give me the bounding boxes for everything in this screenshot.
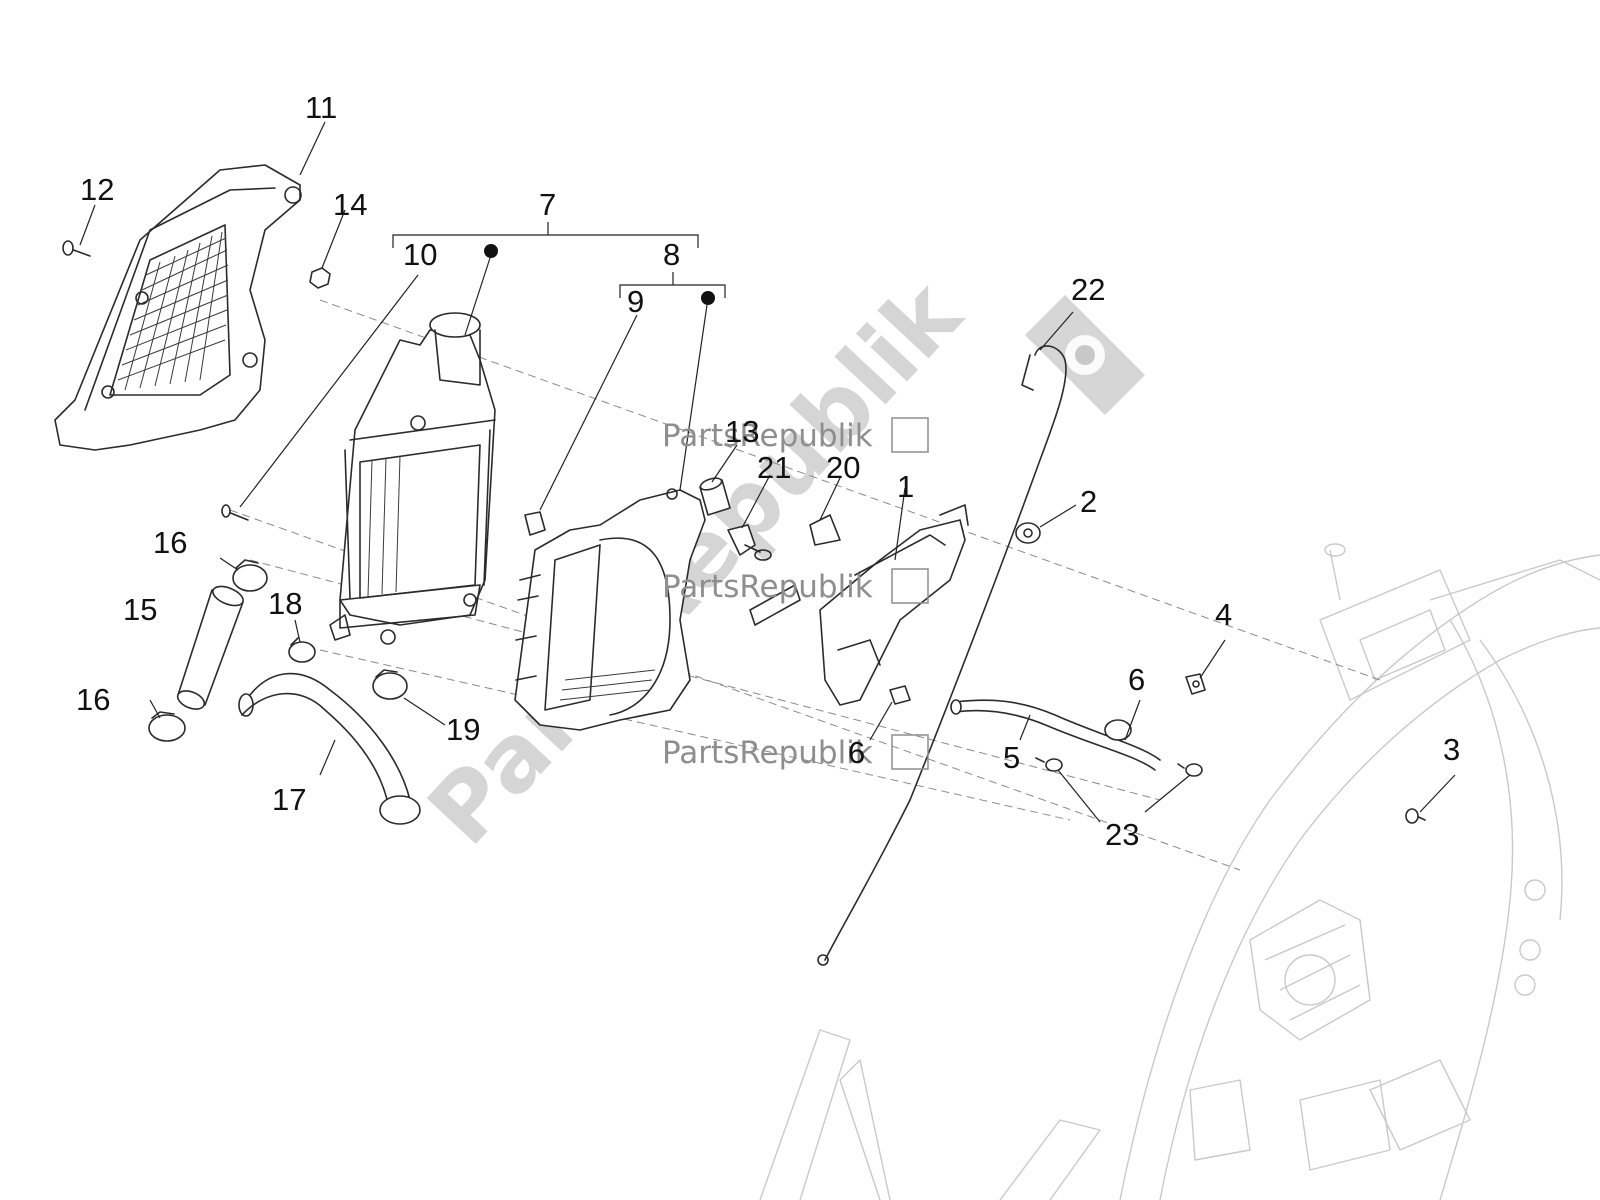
callout-2: 2 bbox=[1080, 484, 1097, 519]
callout-numbers: 11 12 14 7 10 8 9 22 13 21 20 1 2 16 15 … bbox=[76, 90, 1460, 852]
callout-8: 8 bbox=[663, 237, 680, 272]
callout-23: 23 bbox=[1105, 817, 1139, 852]
part-radiator bbox=[329, 312, 496, 645]
callout-4: 4 bbox=[1215, 597, 1232, 632]
callout-9: 9 bbox=[627, 284, 644, 319]
part-clamp-19 bbox=[372, 669, 408, 700]
callout-12: 12 bbox=[80, 172, 114, 207]
part-bolt-3 bbox=[1405, 808, 1426, 824]
callout-7: 7 bbox=[539, 187, 556, 222]
kit-member-dot bbox=[701, 291, 715, 305]
part-radiator-grille-cover bbox=[54, 164, 302, 451]
callout-20: 20 bbox=[826, 450, 860, 485]
part-nut-14 bbox=[309, 267, 331, 289]
callout-11: 11 bbox=[305, 90, 337, 125]
leader-lines bbox=[79, 121, 1456, 823]
part-bracket-21 bbox=[727, 524, 772, 561]
watermark-gear-icon bbox=[1025, 295, 1145, 415]
callout-17: 17 bbox=[272, 782, 306, 817]
callout-19: 19 bbox=[446, 712, 480, 747]
callout-13: 13 bbox=[725, 414, 759, 449]
part-clamp-16-upper bbox=[232, 559, 268, 592]
callout-6-left: 6 bbox=[848, 735, 865, 770]
callout-21: 21 bbox=[757, 450, 791, 485]
callout-6-right: 6 bbox=[1128, 662, 1145, 697]
part-clamp-6b bbox=[1104, 719, 1132, 741]
part-bracket-20 bbox=[749, 514, 841, 626]
part-screw-10 bbox=[221, 504, 249, 521]
kit-member-dot bbox=[484, 244, 498, 258]
scooter-frame bbox=[759, 543, 1600, 1200]
part-clip-nut-4 bbox=[1185, 673, 1206, 695]
part-connector-6a bbox=[889, 685, 911, 705]
part-short-hose-15 bbox=[176, 585, 244, 710]
part-curved-hose-17 bbox=[238, 672, 421, 825]
part-screw-12 bbox=[62, 240, 91, 257]
watermark-labels: PartsRepublik PartsRepublik PartsRepubli… bbox=[662, 417, 929, 771]
watermark-gear-icon bbox=[891, 417, 929, 453]
watermark-label: PartsRepublik bbox=[662, 418, 873, 454]
part-fan-shroud bbox=[514, 488, 706, 731]
part-expansion-tank bbox=[819, 504, 969, 706]
callout-16-lower: 16 bbox=[76, 682, 110, 717]
part-clamp-2 bbox=[1015, 522, 1041, 544]
part-clamps-23 bbox=[1035, 757, 1203, 777]
callout-22: 22 bbox=[1071, 272, 1105, 307]
watermark-gear-icon bbox=[891, 734, 929, 770]
part-hose-5 bbox=[950, 699, 1161, 771]
callout-5: 5 bbox=[1003, 740, 1020, 775]
part-spacer-13 bbox=[699, 477, 731, 516]
grille-mesh-pattern bbox=[117, 231, 229, 391]
callout-1: 1 bbox=[897, 469, 914, 504]
part-clip-9 bbox=[524, 511, 546, 536]
watermark-label: PartsRepublik bbox=[662, 735, 873, 771]
watermark-label: PartsRepublik bbox=[662, 569, 873, 605]
watermark-gear-icon bbox=[891, 568, 929, 604]
part-vent-tube-22 bbox=[817, 345, 1067, 966]
callout-14: 14 bbox=[333, 187, 367, 222]
callout-3: 3 bbox=[1443, 732, 1460, 767]
callout-15: 15 bbox=[123, 592, 157, 627]
callout-18: 18 bbox=[268, 586, 302, 621]
callout-16-upper: 16 bbox=[153, 525, 187, 560]
kit-brackets bbox=[392, 222, 726, 305]
part-clamp-16-lower bbox=[148, 711, 186, 742]
watermark-diagonal: PartsRepublik bbox=[408, 260, 1145, 865]
callout-10: 10 bbox=[403, 237, 437, 272]
part-clamp-18 bbox=[288, 637, 316, 663]
